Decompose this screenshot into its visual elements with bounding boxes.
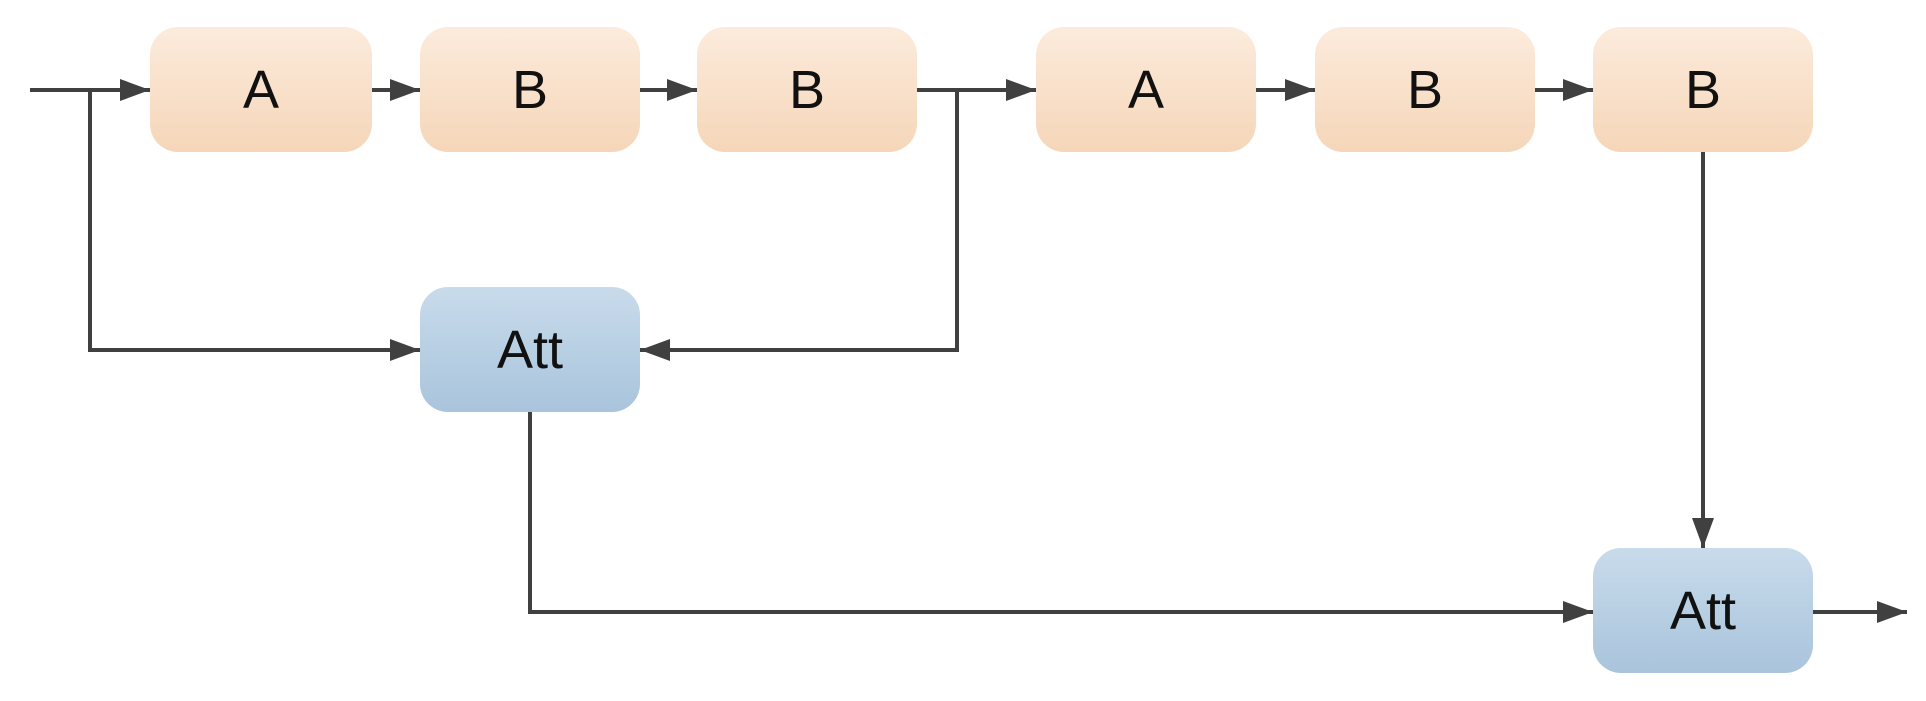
node-label: Att bbox=[497, 320, 563, 380]
node-layer: A B B A B B Att Att bbox=[150, 27, 1813, 673]
node-block-b-3: B bbox=[1315, 27, 1535, 152]
arrowhead-att1-to-att2 bbox=[1563, 601, 1593, 623]
node-label: Att bbox=[1670, 581, 1736, 641]
arrowhead-b2-to-a2 bbox=[1006, 79, 1036, 101]
node-block-b-1: B bbox=[420, 27, 640, 152]
arrowhead-b3-to-b4 bbox=[1563, 79, 1593, 101]
edge-layer bbox=[30, 79, 1907, 623]
node-block-b-2: B bbox=[697, 27, 917, 152]
node-label: A bbox=[243, 60, 279, 120]
node-box bbox=[1593, 548, 1813, 673]
node-box bbox=[420, 287, 640, 412]
edge-b2-to-att1 bbox=[640, 90, 959, 352]
node-att-2: Att bbox=[1593, 548, 1813, 673]
arrowhead-att2-to-output bbox=[1877, 601, 1907, 623]
arrowhead-a2-to-b3 bbox=[1285, 79, 1315, 101]
node-block-a-1: A bbox=[150, 27, 372, 152]
node-label: B bbox=[1407, 60, 1443, 120]
node-label: B bbox=[789, 60, 825, 120]
node-label: B bbox=[1685, 60, 1721, 120]
node-box bbox=[1315, 27, 1535, 152]
arrowhead-a1-to-b1 bbox=[390, 79, 420, 101]
arrowhead-input-to-att1 bbox=[390, 339, 420, 361]
node-box bbox=[1593, 27, 1813, 152]
arrowhead-b4-to-att2 bbox=[1692, 518, 1714, 548]
node-label: A bbox=[1128, 60, 1164, 120]
node-block-a-2: A bbox=[1036, 27, 1256, 152]
arrowhead-b1-to-b2 bbox=[667, 79, 697, 101]
node-label: B bbox=[512, 60, 548, 120]
arrowhead-input-to-a1 bbox=[120, 79, 150, 101]
node-block-b-4: B bbox=[1593, 27, 1813, 152]
node-box bbox=[420, 27, 640, 152]
node-box bbox=[1036, 27, 1256, 152]
edge-att1-to-att2 bbox=[528, 412, 1593, 614]
edge-input-to-att1 bbox=[88, 90, 420, 352]
arrowhead-b2-to-att1 bbox=[640, 339, 670, 361]
node-box bbox=[150, 27, 372, 152]
node-att-1: Att bbox=[420, 287, 640, 412]
node-box bbox=[697, 27, 917, 152]
